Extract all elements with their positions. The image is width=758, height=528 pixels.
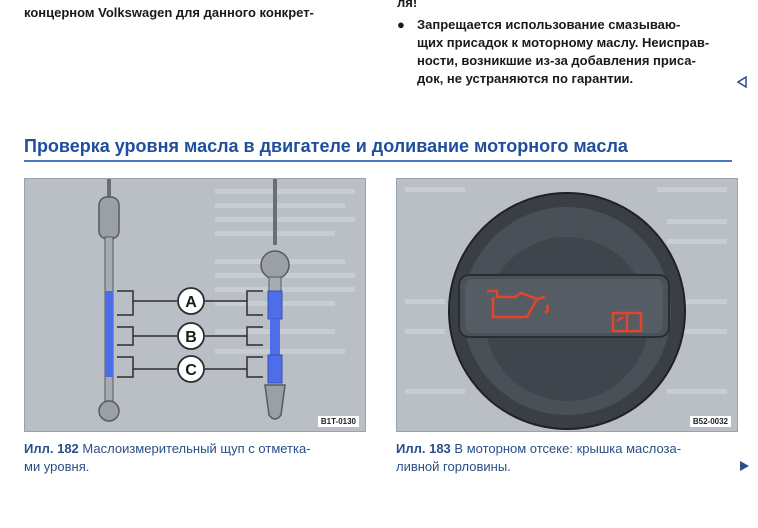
- level-label-c: [177, 355, 205, 383]
- dipstick-left-icon: [98, 179, 120, 422]
- caption-text: Маслоизмерительный щуп с отметка-: [82, 441, 311, 456]
- figure-number: Илл. 182: [24, 441, 79, 456]
- level-a-text: A: [185, 294, 197, 311]
- figure-caption: Илл. 182 Маслоизмерительный щуп с отметк…: [24, 440, 364, 476]
- dipstick-right-icon: [260, 179, 290, 420]
- figure-dipstick: A B C B1T-0130: [24, 178, 366, 432]
- bullet-item: ● Запрещается использование смазываю- щи…: [397, 16, 737, 88]
- bullet-line: щих присадок к моторному маслу. Неисправ…: [417, 35, 710, 50]
- level-c-text: C: [185, 362, 197, 379]
- section-divider: [24, 160, 732, 162]
- figure-caption: Илл. 183 В моторном отсеке: крышка масло…: [396, 440, 736, 476]
- bullet-line: док, не устраняются по гарантии.: [417, 71, 634, 86]
- figure-number: Илл. 183: [396, 441, 451, 456]
- left-column-text: концерном Volkswagen для данного конкрет…: [24, 0, 364, 22]
- level-label-b: [177, 322, 205, 350]
- bullet-icon: ●: [397, 17, 405, 32]
- caption-text: В моторном отсеке: крышка маслоза-: [454, 441, 682, 456]
- oil-can-icon: [487, 289, 549, 319]
- section-title: Проверка уровня масла в двигателе и доли…: [24, 136, 628, 156]
- right-column-text: ля! ● Запрещается использование смазываю…: [397, 0, 737, 88]
- right-column-top-line: ля!: [397, 0, 418, 10]
- left-column-line: концерном Volkswagen для данного конкрет…: [24, 5, 314, 20]
- back-arrow-icon[interactable]: [736, 76, 748, 88]
- dipstick-illustration: A B C: [25, 179, 365, 431]
- oil-cap-illustration: [397, 179, 737, 431]
- level-label-a: [177, 287, 205, 315]
- figure-code: B52-0032: [689, 416, 731, 427]
- caption-text-cont: ми уровня.: [24, 459, 90, 474]
- figure-code: B1T-0130: [317, 416, 359, 427]
- manual-book-icon: [611, 311, 643, 333]
- bullet-line: Запрещается использование смазываю-: [417, 17, 681, 32]
- next-arrow-icon[interactable]: [738, 460, 750, 472]
- level-b-text: B: [185, 329, 197, 346]
- oil-cap-icon: [448, 192, 686, 430]
- caption-text-cont: ливной горловины.: [396, 459, 511, 474]
- bullet-line: ности, возникшие из-за добавления приса-: [417, 53, 696, 68]
- figure-oil-cap: B52-0032: [396, 178, 738, 432]
